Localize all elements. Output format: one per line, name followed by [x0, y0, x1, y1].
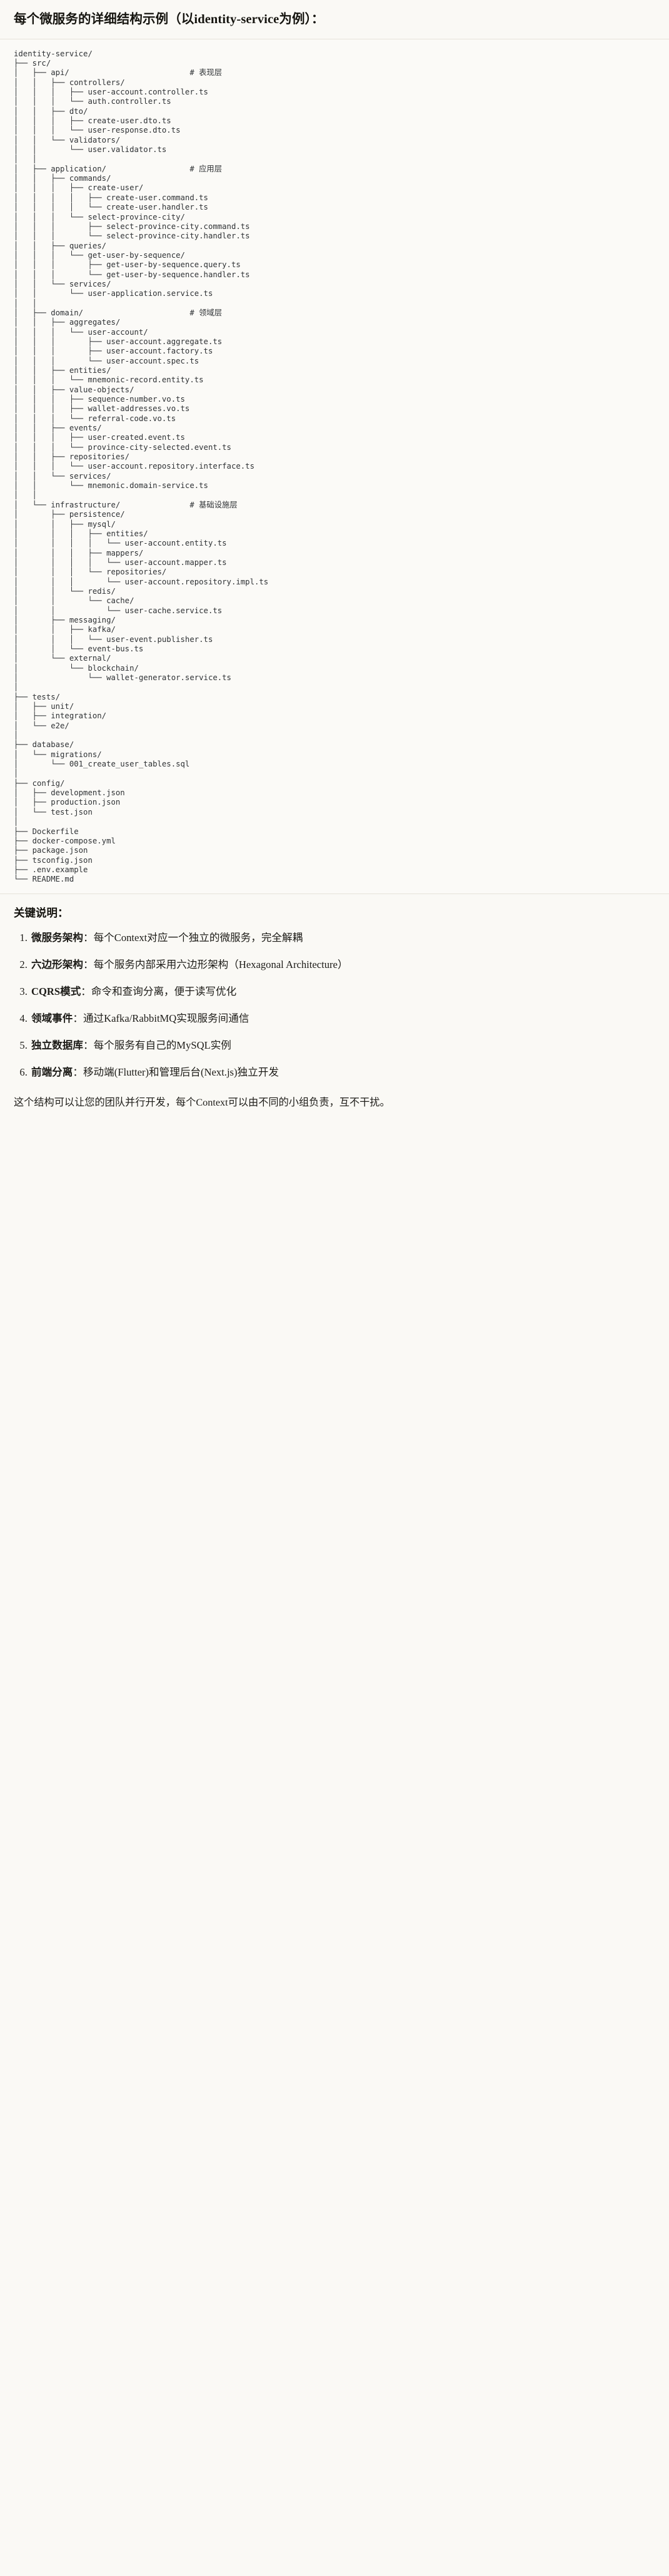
key-point-term: 前端分离 [31, 1066, 73, 1078]
key-point-term: 微服务架构 [31, 932, 83, 944]
key-point-separator: ： [81, 985, 91, 997]
key-point-separator: ： [73, 1012, 83, 1024]
key-point-separator: ： [73, 1066, 83, 1078]
code-block-divider [0, 893, 669, 894]
list-item: 独立数据库：每个服务有自己的MySQL实例 [30, 1038, 655, 1054]
key-point-description: 命令和查询分离，便于读写优化 [91, 985, 237, 997]
key-point-description: 每个Context对应一个独立的微服务，完全解耦 [93, 932, 303, 944]
code-block-directory-tree: identity-service/ ├── src/ │ ├── api/ # … [0, 39, 669, 893]
key-point-term: 独立数据库 [31, 1039, 83, 1051]
key-points-title: 关键说明： [14, 906, 69, 919]
key-point-description: 每个服务内部采用六边形架构（Hexagonal Architecture） [93, 958, 348, 970]
key-point-term: 六边形架构 [31, 958, 83, 970]
list-item: 领域事件：通过Kafka/RabbitMQ实现服务间通信 [30, 1011, 655, 1027]
key-point-separator: ： [83, 932, 94, 944]
key-point-description: 移动端(Flutter)和管理后台(Next.js)独立开发 [83, 1066, 279, 1078]
document-header: 每个微服务的详细结构示例（以identity-service为例）： [0, 0, 669, 39]
key-points-section: 关键说明： 微服务架构：每个Context对应一个独立的微服务，完全解耦 六边形… [0, 893, 669, 1089]
page-title: 每个微服务的详细结构示例（以identity-service为例）： [14, 13, 324, 26]
directory-tree: identity-service/ ├── src/ │ ├── api/ # … [14, 49, 269, 884]
key-point-separator: ： [83, 1039, 94, 1051]
list-item: 微服务架构：每个Context对应一个独立的微服务，完全解耦 [30, 930, 655, 946]
closing-paragraph: 这个结构可以让您的团队并行开发，每个Context可以由不同的小组负责，互不干扰… [0, 1089, 669, 1124]
list-item: CQRS模式：命令和查询分离，便于读写优化 [30, 984, 655, 1000]
key-point-term: CQRS模式 [31, 985, 81, 997]
key-point-description: 每个服务有自己的MySQL实例 [93, 1039, 231, 1051]
key-points-list: 微服务架构：每个Context对应一个独立的微服务，完全解耦 六边形架构：每个服… [14, 930, 655, 1080]
key-point-description: 通过Kafka/RabbitMQ实现服务间通信 [83, 1012, 249, 1024]
list-item: 前端分离：移动端(Flutter)和管理后台(Next.js)独立开发 [30, 1065, 655, 1081]
list-item: 六边形架构：每个服务内部采用六边形架构（Hexagonal Architectu… [30, 957, 655, 973]
key-point-separator: ： [83, 958, 94, 970]
key-point-term: 领域事件 [31, 1012, 73, 1024]
